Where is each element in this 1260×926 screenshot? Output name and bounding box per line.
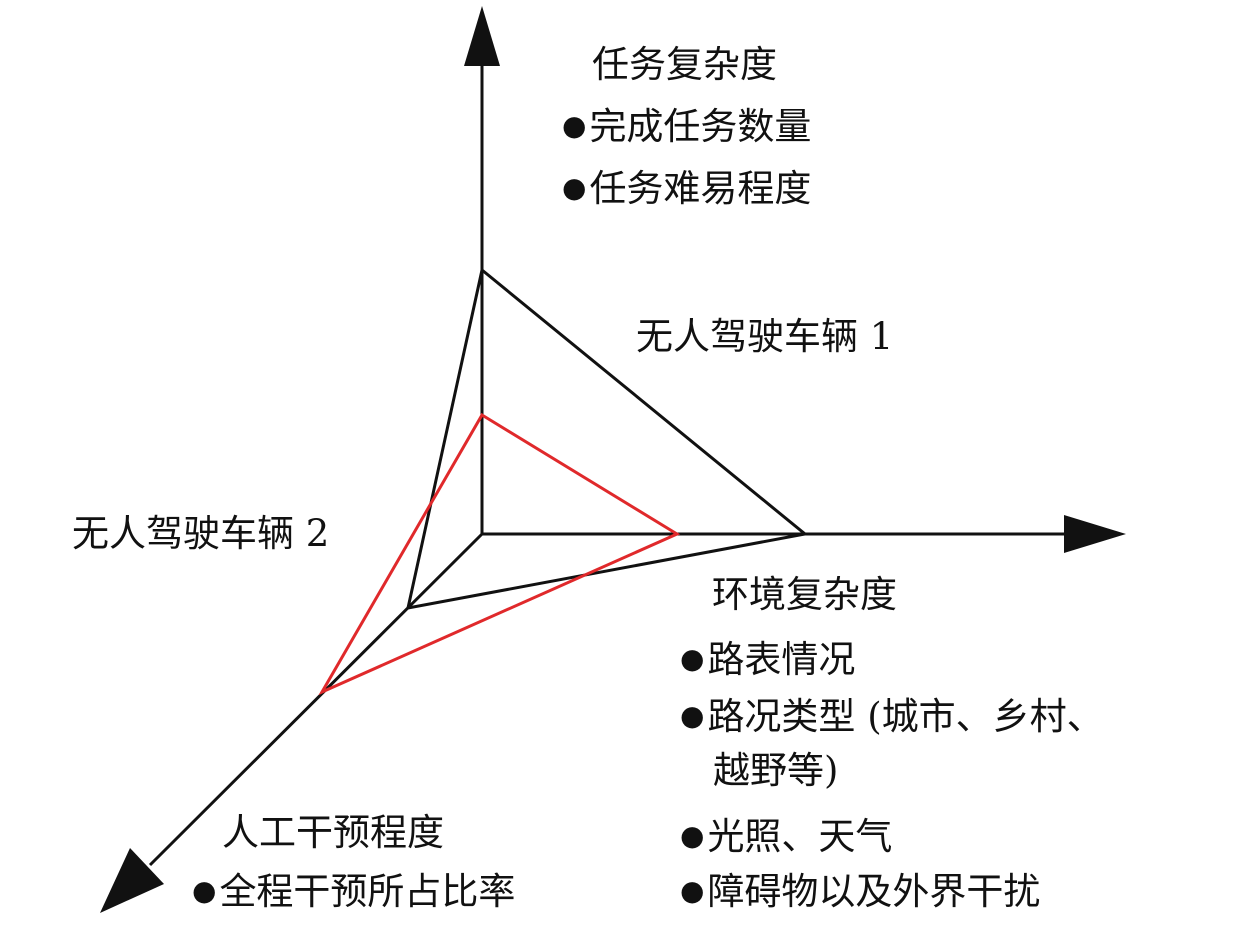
environment-item-continued: 越野等) — [713, 749, 839, 792]
task-item: 完成任务数量 — [562, 108, 811, 145]
human-axis-title: 人工干预程度 — [222, 811, 444, 854]
environment-item: 路表情况 — [680, 641, 855, 678]
horizontal-axis-arrow — [1064, 515, 1126, 553]
environment-item: 光照、天气 — [680, 818, 892, 855]
environment-item: 障碍物以及外界干扰 — [680, 873, 1040, 910]
vehicle-2-label: 无人驾驶车辆 2 — [72, 512, 330, 555]
diagonal-axis — [148, 532, 484, 867]
diagonal-axis-arrow — [100, 848, 164, 913]
vehicle-1-label: 无人驾驶车辆 1 — [636, 315, 894, 358]
vertical-axis-arrow — [464, 6, 500, 66]
axes — [100, 6, 1126, 913]
task-axis-title: 任务复杂度 — [592, 43, 777, 86]
task-item: 任务难易程度 — [562, 170, 811, 207]
environment-item: 路况类型 (城市、乡村、 — [680, 698, 1103, 735]
human-item: 全程干预所占比率 — [192, 873, 515, 910]
environment-axis-title: 环境复杂度 — [712, 573, 897, 616]
vehicle-2-triangle — [318, 412, 681, 696]
vehicle-1-triangle — [406, 267, 809, 610]
